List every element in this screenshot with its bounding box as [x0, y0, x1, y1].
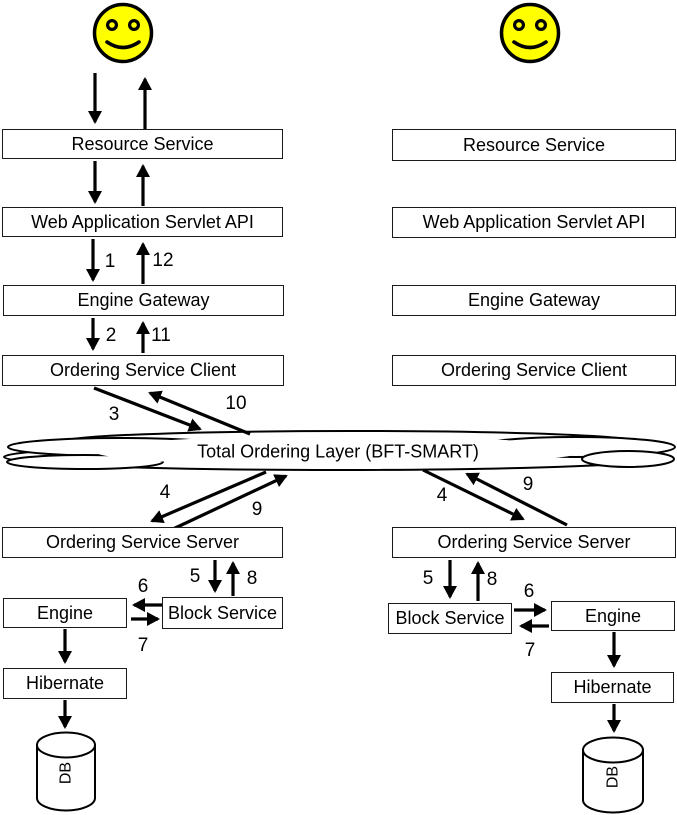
cloud-label: Total Ordering Layer (BFT-SMART): [197, 441, 479, 462]
arrow-9-server-to-cloud-right: [465, 472, 568, 527]
edge-label-7-left: 7: [137, 635, 149, 656]
arrow-4-cloud-to-server-right: [422, 468, 525, 521]
node-engine-gateway-right: Engine Gateway: [392, 285, 676, 316]
smiley-eye-left: [105, 19, 118, 32]
edge-label-5-right: 5: [422, 568, 434, 589]
node-web-application-left: Web Application Servlet API: [2, 207, 283, 237]
edge-label-7-right: 7: [524, 640, 536, 661]
edge-label-9-right: 9: [522, 474, 534, 495]
cylinder-body: [36, 744, 96, 812]
smiley-face-icon: [92, 2, 154, 64]
cylinder-body: [582, 749, 644, 814]
node-block-service-left: Block Service: [162, 597, 283, 629]
arrow-4-cloud-to-server-left: [150, 470, 267, 524]
edge-label-8-left: 8: [246, 568, 258, 589]
node-engine-gateway-left: Engine Gateway: [3, 285, 284, 316]
node-resource-service-left: Resource Service: [2, 129, 283, 159]
edge-label-4-right: 4: [436, 485, 448, 506]
cloud-center-fill: [93, 436, 583, 466]
arrow-3-client-to-cloud: [93, 386, 202, 432]
cylinder-top: [582, 736, 644, 764]
edge-label-10-left: 10: [225, 393, 247, 414]
edge-label-12-left: 12: [152, 250, 174, 271]
node-web-application-right: Web Application Servlet API: [392, 207, 676, 238]
total-ordering-cloud: [3, 430, 676, 471]
edge-label-3-left: 3: [108, 404, 120, 425]
edge-label-11-left: 11: [151, 325, 171, 346]
node-ordering-service-server-right: Ordering Service Server: [392, 527, 676, 558]
cloud-lobe: [581, 450, 675, 468]
cylinder-top: [36, 731, 96, 759]
node-engine-right: Engine: [551, 601, 675, 631]
database-cylinder-left: DB: [36, 731, 96, 812]
database-cylinder-right: DB: [582, 736, 644, 814]
edge-label-6-left: 6: [137, 576, 149, 597]
node-block-service-right: Block Service: [388, 603, 512, 634]
node-ordering-service-client-left: Ordering Service Client: [2, 355, 284, 386]
node-resource-service-right: Resource Service: [392, 129, 676, 161]
edge-label-4-left: 4: [159, 482, 171, 503]
smiley-head: [499, 2, 561, 64]
smiley-mouth: [512, 40, 548, 50]
smiley-face-icon: [499, 2, 561, 64]
edge-label-2-left: 2: [105, 325, 117, 346]
db-label: DB: [58, 762, 75, 784]
node-engine-left: Engine: [3, 598, 127, 628]
edge-label-8-right: 8: [486, 569, 498, 590]
edge-label-1-left: 1: [104, 251, 116, 272]
node-ordering-service-client-right: Ordering Service Client: [392, 355, 676, 386]
arrow-9-server-to-cloud-left: [172, 474, 288, 531]
edge-label-5-left: 5: [189, 566, 201, 587]
smiley-mouth: [105, 40, 141, 50]
smiley-eye-right: [534, 19, 547, 32]
cloud-lobe: [6, 454, 164, 470]
node-hibernate-left: Hibernate: [3, 668, 127, 699]
smiley-head: [92, 2, 154, 64]
node-hibernate-right: Hibernate: [551, 672, 674, 703]
smiley-eye-right: [128, 19, 141, 32]
db-label: DB: [605, 766, 622, 788]
arrow-10-cloud-to-client: [148, 390, 251, 436]
smiley-eye-left: [512, 19, 525, 32]
node-ordering-service-server-left: Ordering Service Server: [2, 527, 283, 558]
edge-label-9-left: 9: [251, 499, 263, 520]
edge-label-6-right: 6: [523, 581, 535, 602]
